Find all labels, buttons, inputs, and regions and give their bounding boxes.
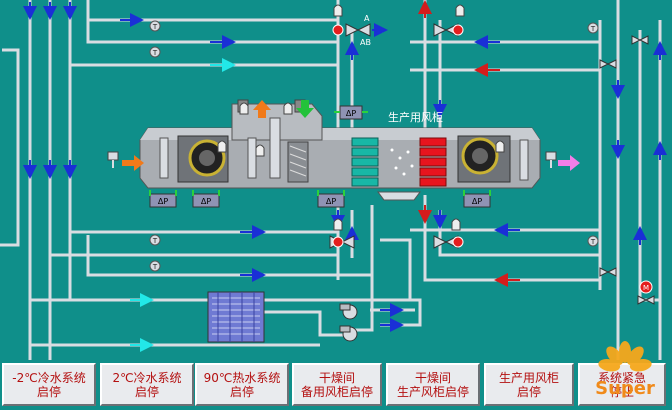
pressure-label: ΔP bbox=[326, 197, 336, 206]
hand-icon bbox=[455, 4, 465, 17]
button-line1: 生产用风柜 bbox=[498, 370, 559, 385]
hand-icon bbox=[255, 144, 265, 157]
temp-sensor-label: T bbox=[152, 23, 158, 31]
hand-icon bbox=[333, 218, 343, 231]
button-line1: 干燥间 bbox=[318, 370, 355, 385]
flow-arrows bbox=[23, 0, 667, 352]
drying-room-standby-ahu-start-stop-button[interactable]: 干燥间 备用风柜启停 bbox=[292, 363, 382, 406]
button-line1: 系统紧急 bbox=[597, 370, 646, 385]
fan-unit bbox=[457, 135, 511, 183]
hvac-schematic: T T T T T T A B AB bbox=[0, 0, 667, 360]
system-emergency-stop-button[interactable]: 系统紧急 停止 bbox=[578, 363, 666, 406]
button-line2: 停止 bbox=[609, 384, 634, 399]
button-line2: 启停 bbox=[229, 384, 254, 399]
temperature-sensor: T bbox=[587, 235, 599, 247]
temp-sensor-label: T bbox=[590, 238, 596, 246]
valve-port-a: A bbox=[364, 14, 370, 23]
temp-sensor-label: T bbox=[152, 237, 158, 245]
pressure-diff-sensor: ΔP bbox=[192, 193, 220, 208]
drying-room-production-ahu-start-stop-button[interactable]: 干燥间 生产风柜启停 bbox=[386, 363, 480, 406]
control-valve[interactable] bbox=[433, 4, 465, 37]
manual-valve[interactable] bbox=[599, 59, 617, 69]
outdoor-temperature-probe bbox=[107, 151, 119, 168]
three-way-valve[interactable]: A B AB bbox=[332, 4, 388, 47]
button-line1: 干燥间 bbox=[414, 370, 451, 385]
temperature-sensor: T bbox=[149, 260, 161, 272]
temperature-sensor: T bbox=[149, 20, 161, 32]
button-line1: 90℃热水系统 bbox=[203, 370, 281, 385]
humidifier-spray bbox=[390, 148, 414, 176]
supply-temperature-probe bbox=[545, 151, 557, 168]
manual-valve[interactable] bbox=[631, 35, 649, 45]
cooling-coil bbox=[351, 137, 379, 187]
pump[interactable] bbox=[339, 325, 358, 342]
filter bbox=[287, 141, 309, 183]
hand-icon bbox=[217, 140, 227, 153]
button-line1: -2℃冷水系统 bbox=[12, 370, 86, 385]
button-line2: 启停 bbox=[36, 384, 61, 399]
logo-text: Super bbox=[595, 378, 655, 399]
super-logo: Super bbox=[595, 341, 655, 399]
supply-air-arrow bbox=[558, 155, 580, 171]
pressure-label: ΔP bbox=[158, 197, 168, 206]
temp-sensor-label: T bbox=[152, 263, 158, 271]
exhaust-air-arrow bbox=[253, 100, 271, 118]
pressure-label: ΔP bbox=[472, 197, 482, 206]
temp-sensor-label: T bbox=[152, 49, 158, 57]
control-valve[interactable] bbox=[329, 218, 355, 249]
button-line2: 启停 bbox=[134, 384, 159, 399]
pressure-label: ΔP bbox=[346, 109, 356, 118]
button-line1: 2℃冷水系统 bbox=[112, 370, 182, 385]
pressure-label: ΔP bbox=[201, 197, 211, 206]
hand-icon bbox=[451, 218, 461, 231]
return-air-arrow bbox=[296, 100, 314, 118]
manual-valve[interactable] bbox=[599, 267, 617, 277]
hand-icon bbox=[333, 4, 343, 17]
valve-port-ab: AB bbox=[360, 38, 371, 47]
damper bbox=[159, 117, 529, 181]
temperature-sensor: T bbox=[587, 22, 599, 34]
minus2c-chilled-water-start-stop-button[interactable]: -2℃冷水系统 启停 bbox=[2, 363, 96, 406]
button-line2: 启停 bbox=[516, 384, 541, 399]
hand-icon bbox=[283, 102, 293, 115]
outdoor-air-arrow bbox=[122, 155, 144, 171]
button-line2: 生产风柜启停 bbox=[396, 384, 469, 399]
temp-sensor-label: T bbox=[590, 25, 596, 33]
pressure-diff-sensor: ΔP bbox=[317, 193, 345, 208]
temperature-sensor: T bbox=[149, 46, 161, 58]
button-line2: 备用风柜启停 bbox=[300, 384, 373, 399]
unit-title: 生产用风柜 bbox=[388, 110, 443, 124]
temperature-sensor: T bbox=[149, 234, 161, 246]
motorized-valve[interactable]: M bbox=[637, 280, 655, 305]
pressure-diff-sensor: ΔP bbox=[463, 193, 491, 208]
production-ahu-start-stop-button[interactable]: 生产用风柜 启停 bbox=[484, 363, 574, 406]
plate-heat-exchanger bbox=[207, 291, 265, 343]
control-valve[interactable] bbox=[433, 218, 464, 249]
motor-label: M bbox=[643, 284, 649, 292]
pump[interactable] bbox=[339, 303, 358, 320]
2c-chilled-water-start-stop-button[interactable]: 2℃冷水系统 启停 bbox=[100, 363, 194, 406]
heating-coil bbox=[419, 137, 447, 187]
pressure-diff-sensor: ΔP bbox=[149, 193, 177, 208]
hand-icon bbox=[239, 102, 249, 115]
pressure-diff-sensor: ΔP bbox=[339, 105, 363, 120]
90c-hot-water-start-stop-button[interactable]: 90℃热水系统 启停 bbox=[195, 363, 289, 406]
hand-icon bbox=[495, 140, 505, 153]
